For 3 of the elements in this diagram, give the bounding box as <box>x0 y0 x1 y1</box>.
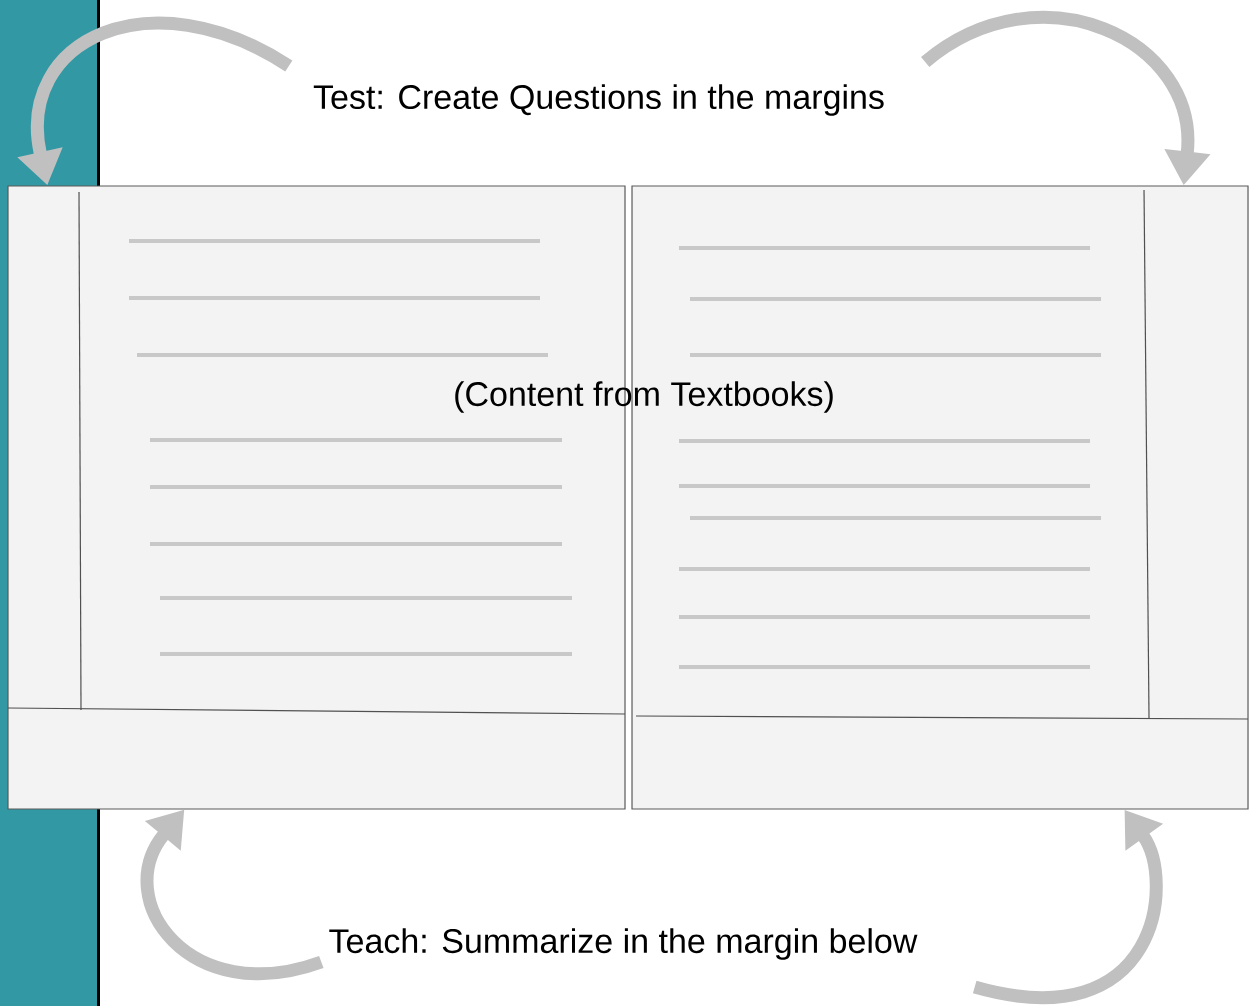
caption-text: Teach: Summarize in the margin below <box>329 928 918 960</box>
caption-text: Test: Create Questions in the margins <box>313 84 884 116</box>
center-label: (Content from Textbooks) <box>455 381 833 413</box>
